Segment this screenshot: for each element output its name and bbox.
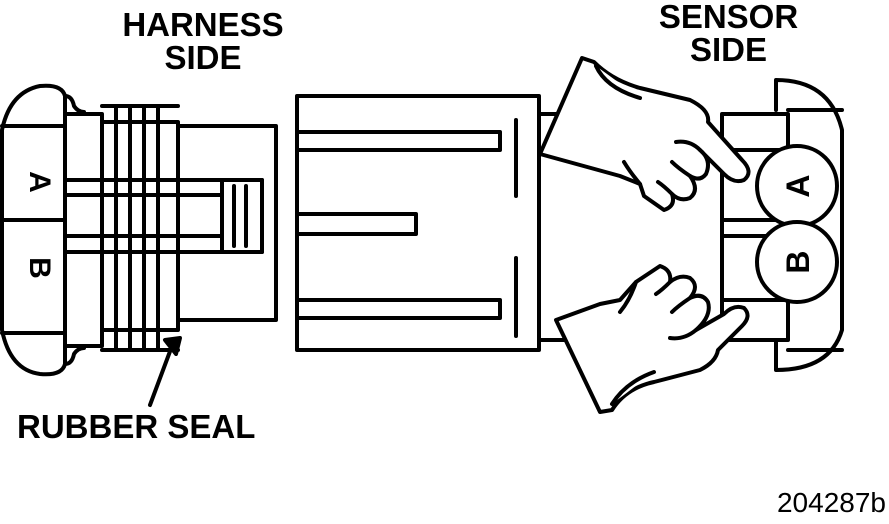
harness-terminal-block <box>220 178 264 254</box>
rubber-seal-pointer <box>148 336 182 407</box>
sensor-housing <box>295 94 541 352</box>
sensor-connector: A B <box>295 78 844 372</box>
figure-id: 204287b <box>776 487 886 518</box>
sensor-side-label-line2: SIDE <box>689 31 768 68</box>
sensor-terminal-b: B <box>780 250 816 273</box>
harness-end-cap <box>0 83 67 377</box>
harness-terminal-b: B <box>23 257 56 279</box>
harness-terminal-a: A <box>23 171 56 193</box>
harness-side-label-line1: HARNESS <box>122 6 284 43</box>
sensor-side-label: SENSOR SIDE <box>646 0 811 66</box>
sensor-terminal-b-ring <box>755 220 839 304</box>
sensor-end-cap <box>774 78 844 372</box>
harness-connector: A B <box>0 83 278 377</box>
harness-side-label: HARNESS SIDE <box>108 8 298 74</box>
harness-body <box>63 112 104 348</box>
sensor-terminal-a: A <box>780 174 816 197</box>
sensor-side-label-line1: SENSOR <box>658 0 799 35</box>
pointing-hand-lower-icon <box>554 264 750 414</box>
harness-side-label-line2: SIDE <box>164 39 242 76</box>
harness-tube <box>176 124 278 322</box>
pointing-hand-upper-icon <box>538 56 751 212</box>
rubber-seal-label: RUBBER SEAL <box>17 408 256 445</box>
rubber-seal-ribs <box>100 104 180 352</box>
